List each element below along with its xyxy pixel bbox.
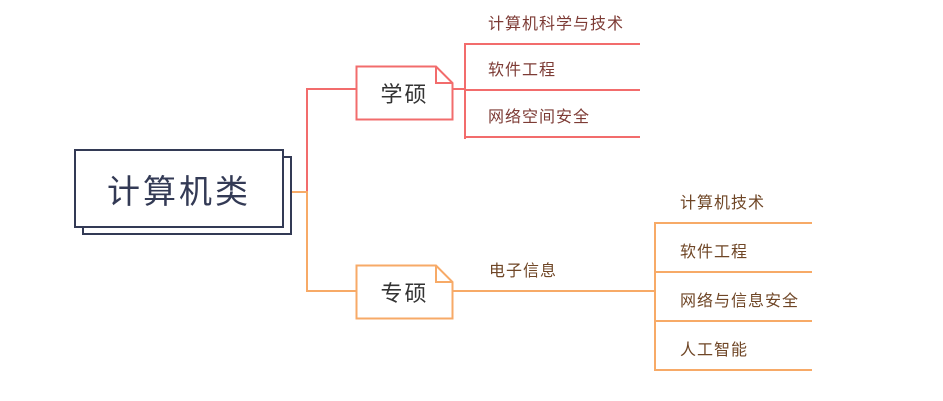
topic-computer-technology[interactable]: 计算机技术 — [680, 195, 766, 212]
branch-node-zhuanshuo[interactable]: 专硕 — [355, 264, 454, 320]
branch-node-zhuanshuo-label: 专硕 — [380, 281, 429, 306]
topic-network-info-security[interactable]: 网络与信息安全 — [680, 293, 800, 310]
root-node-label: 计算机类 — [107, 172, 251, 210]
connector-branch1-vertical — [306, 88, 308, 193]
topic-cyberspace-security[interactable]: 网络空间安全 — [488, 109, 591, 126]
topic-electronic-information[interactable]: 电子信息 — [489, 263, 558, 280]
underline-topic-ai — [654, 369, 812, 371]
branch-node-xueshuo[interactable]: 学硕 — [355, 65, 454, 121]
underline-topic-ei — [453, 290, 656, 292]
folded-rect-outline — [355, 65, 454, 121]
connector-root-stub — [292, 191, 308, 193]
connector-branch2-vertical — [306, 191, 308, 292]
folded-rect-outline — [355, 264, 454, 320]
connector-branch1-right-stub — [453, 88, 466, 90]
connector-branch1-horizontal — [306, 88, 356, 90]
underline-topic-cyber — [464, 136, 640, 138]
underline-topic-ct — [654, 222, 812, 224]
folded-rect-shape — [355, 65, 454, 121]
underline-topic-se1 — [464, 89, 640, 91]
fold-flap — [435, 66, 453, 84]
connector-branch2-horizontal — [306, 290, 356, 292]
underline-topic-cs — [464, 43, 640, 45]
topic-computer-science-tech[interactable]: 计算机科学与技术 — [488, 16, 625, 33]
folded-rect-shape — [355, 264, 454, 320]
topic-software-engineering-1[interactable]: 软件工程 — [488, 62, 557, 79]
root-node[interactable]: 计算机类 — [74, 149, 284, 228]
connector-branch1-bracket — [464, 43, 466, 139]
fold-flap — [435, 265, 453, 283]
connector-ei-bracket — [654, 222, 656, 371]
underline-topic-se2 — [654, 271, 812, 273]
topic-software-engineering-2[interactable]: 软件工程 — [680, 244, 749, 261]
topic-artificial-intelligence[interactable]: 人工智能 — [680, 342, 749, 359]
branch-node-xueshuo-label: 学硕 — [380, 82, 429, 107]
underline-topic-netsec — [654, 320, 812, 322]
